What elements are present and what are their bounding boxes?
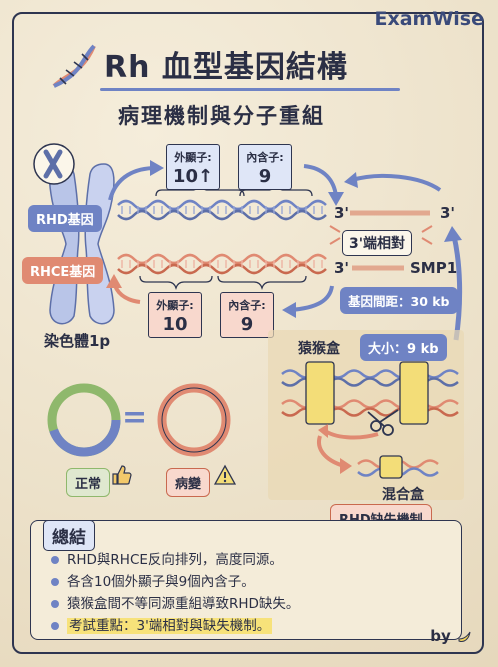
rhce-intron-brace [217, 275, 307, 291]
arrow-curve-3 [351, 173, 442, 192]
title-underline [100, 88, 400, 91]
arrowhead-5 [282, 302, 296, 318]
equals-sign: = [122, 400, 148, 435]
rhd-intron-label: 內含子: [246, 151, 284, 164]
summary-item: RHD與RHCE反向排列，高度同源。 [51, 549, 299, 571]
arrow-curve-1 [108, 166, 157, 201]
dna-icon [52, 44, 96, 88]
rhd-3prime-right: 3' [440, 204, 456, 222]
summary-item: 考試重點：3'端相對與缺失機制。 [51, 615, 299, 637]
scissors-icon [367, 409, 399, 436]
arrow-curve-2 [303, 164, 338, 197]
brand-logo-text: ExamWise [374, 8, 484, 30]
rhce-exon-brace [139, 275, 213, 291]
rhesus-box-diagram [281, 361, 459, 479]
smp1-label: SMP1 [410, 259, 458, 277]
rhce-exon-value: 10 [162, 314, 188, 335]
three-prime-facing-label: 3'端相對 [342, 230, 413, 256]
summary-title: 總結 [43, 520, 95, 551]
arrow-curve-5 [289, 285, 334, 312]
rhd-intron-note: 內含子: 9 [238, 144, 292, 190]
normal-ring-segment [47, 383, 121, 457]
gene-distance-label: 基因間距：30 kb [340, 287, 458, 314]
by-credit: by [430, 627, 472, 645]
rhesus-box-size: 大小：9 kb [360, 334, 447, 361]
bullet-icon [51, 622, 59, 630]
mutated-label: 病變 [166, 468, 211, 497]
arrow-up-big [451, 235, 463, 341]
rhce-exon-label: 外顯子: [156, 299, 194, 312]
rhce-exon-note: 外顯子: 10 [148, 292, 202, 338]
page-title: Rh 血型基因結構 [104, 50, 348, 85]
rhesus-box-left [305, 361, 335, 425]
arrowhead-1 [150, 160, 164, 176]
rhd-exon-note: 外顯子: 10↑ [166, 144, 220, 190]
thumbs-up-icon [112, 465, 132, 485]
summary-box: 總結 RHD與RHCE反向排列，高度同源。 各含10個外顯子與9個內含子。 猿猴… [30, 520, 462, 640]
rhesus-box-right [399, 361, 429, 425]
mutated-ring-outline [161, 387, 227, 453]
summary-item: 猿猴盒間不等同源重組導致RHD缺失。 [51, 593, 299, 615]
rhce-helix [117, 253, 327, 275]
facing-arrow-right [421, 225, 433, 245]
normal-label: 正常 [66, 468, 111, 497]
bullet-icon [51, 600, 59, 608]
page-frame [12, 12, 484, 654]
banana-icon [458, 631, 471, 642]
rhd-exon-label: 外顯子: [174, 151, 212, 164]
arrowhead-4 [106, 274, 122, 288]
chromosome-label: 染色體1p [44, 332, 111, 350]
arrowhead-up-big [444, 226, 462, 242]
rhce-intron-value: 9 [240, 314, 254, 335]
rhd-intron-value: 9 [258, 166, 272, 187]
rhce-gene-label: RHCE基因 [22, 257, 104, 284]
warning-icon [214, 464, 236, 485]
rhd-gene-label: RHD基因 [28, 205, 102, 232]
rhesus-box-label: 猿猴盒 [298, 341, 340, 357]
page-subtitle: 病理機制與分子重組 [118, 104, 325, 128]
facing-arrow-left [329, 225, 341, 245]
summary-list: RHD與RHCE反向排列，高度同源。 各含10個外顯子與9個內含子。 猿猴盒間不… [51, 549, 299, 637]
bullet-icon [51, 578, 59, 586]
bullet-icon [51, 556, 59, 564]
arrowhead-2 [328, 192, 344, 206]
chromosome-bubble-icon [33, 143, 75, 185]
hybrid-box-label: 混合盒 [382, 487, 424, 503]
arrowhead-3 [344, 172, 358, 188]
rhce-intron-label: 內含子: [228, 299, 266, 312]
rhd-helix [117, 199, 327, 221]
rhd-3prime-left: 3' [334, 204, 350, 222]
comparison-rings [47, 383, 231, 457]
rhd-exon-value: 10↑ [172, 166, 214, 187]
rhce-intron-note: 內含子: 9 [220, 292, 274, 338]
hybrid-box [379, 455, 403, 479]
rhce-3prime-left: 3' [334, 259, 350, 277]
summary-item: 各含10個外顯子與9個內含子。 [51, 571, 299, 593]
